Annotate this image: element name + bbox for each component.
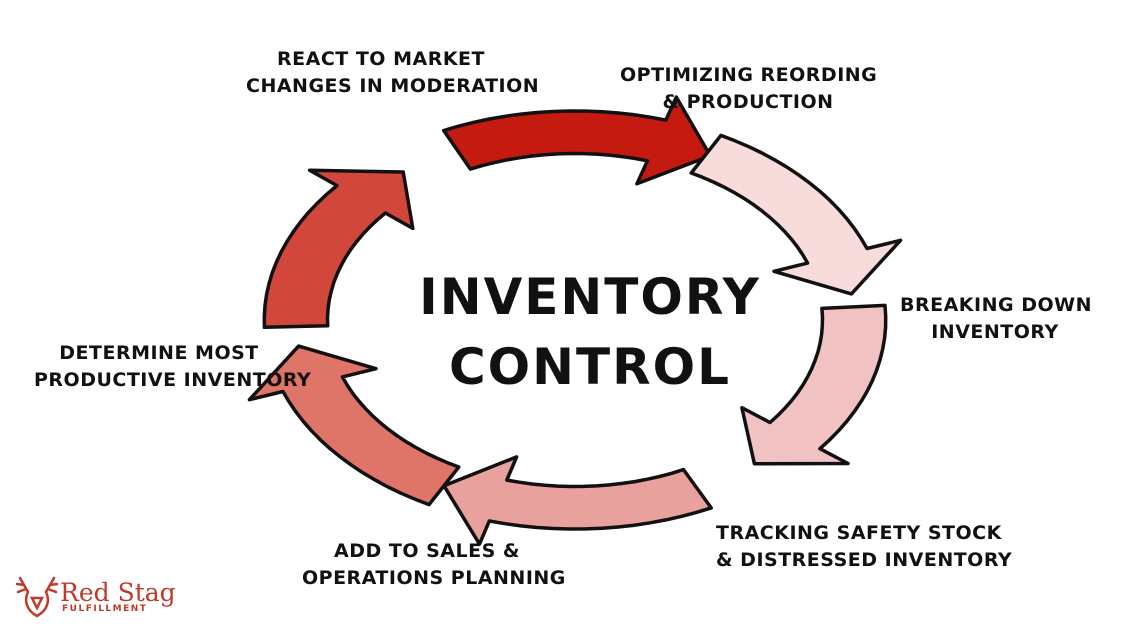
brand-name: Red Stag: [60, 578, 176, 607]
step-label-breaking-down: BREAKING DOWN INVENTORY: [900, 294, 1092, 343]
arrow-optimizing-reording: [689, 133, 903, 296]
arrow-react-market: [441, 95, 713, 186]
step-label-tracking-safety-stock: TRACKING SAFETY STOCK & DISTRESSED INVEN…: [716, 522, 1013, 571]
arrow-tracking-safety-stock: [442, 455, 713, 546]
brand-sub: FULFILLMENT: [62, 604, 148, 614]
red-stag-logo-icon: [15, 576, 59, 618]
arrow-breaking-down: [740, 303, 888, 466]
step-label-optimizing-reording: OPTIMIZING REORDING & PRODUCTION: [620, 64, 878, 113]
center-title: INVENTORY CONTROL: [330, 262, 850, 402]
arrow-sales-operations: [247, 344, 461, 507]
center-title-line2: CONTROL: [448, 338, 732, 396]
step-label-sales-operations: ADD TO SALES & OPERATIONS PLANNING: [302, 540, 566, 589]
center-title-line1: INVENTORY: [419, 268, 761, 326]
step-label-react-market: REACT TO MARKET CHANGES IN MODERATION: [246, 48, 540, 97]
step-label-determine-productive: DETERMINE MOST PRODUCTIVE INVENTORY: [34, 342, 312, 391]
arrow-determine-productive: [262, 168, 415, 330]
